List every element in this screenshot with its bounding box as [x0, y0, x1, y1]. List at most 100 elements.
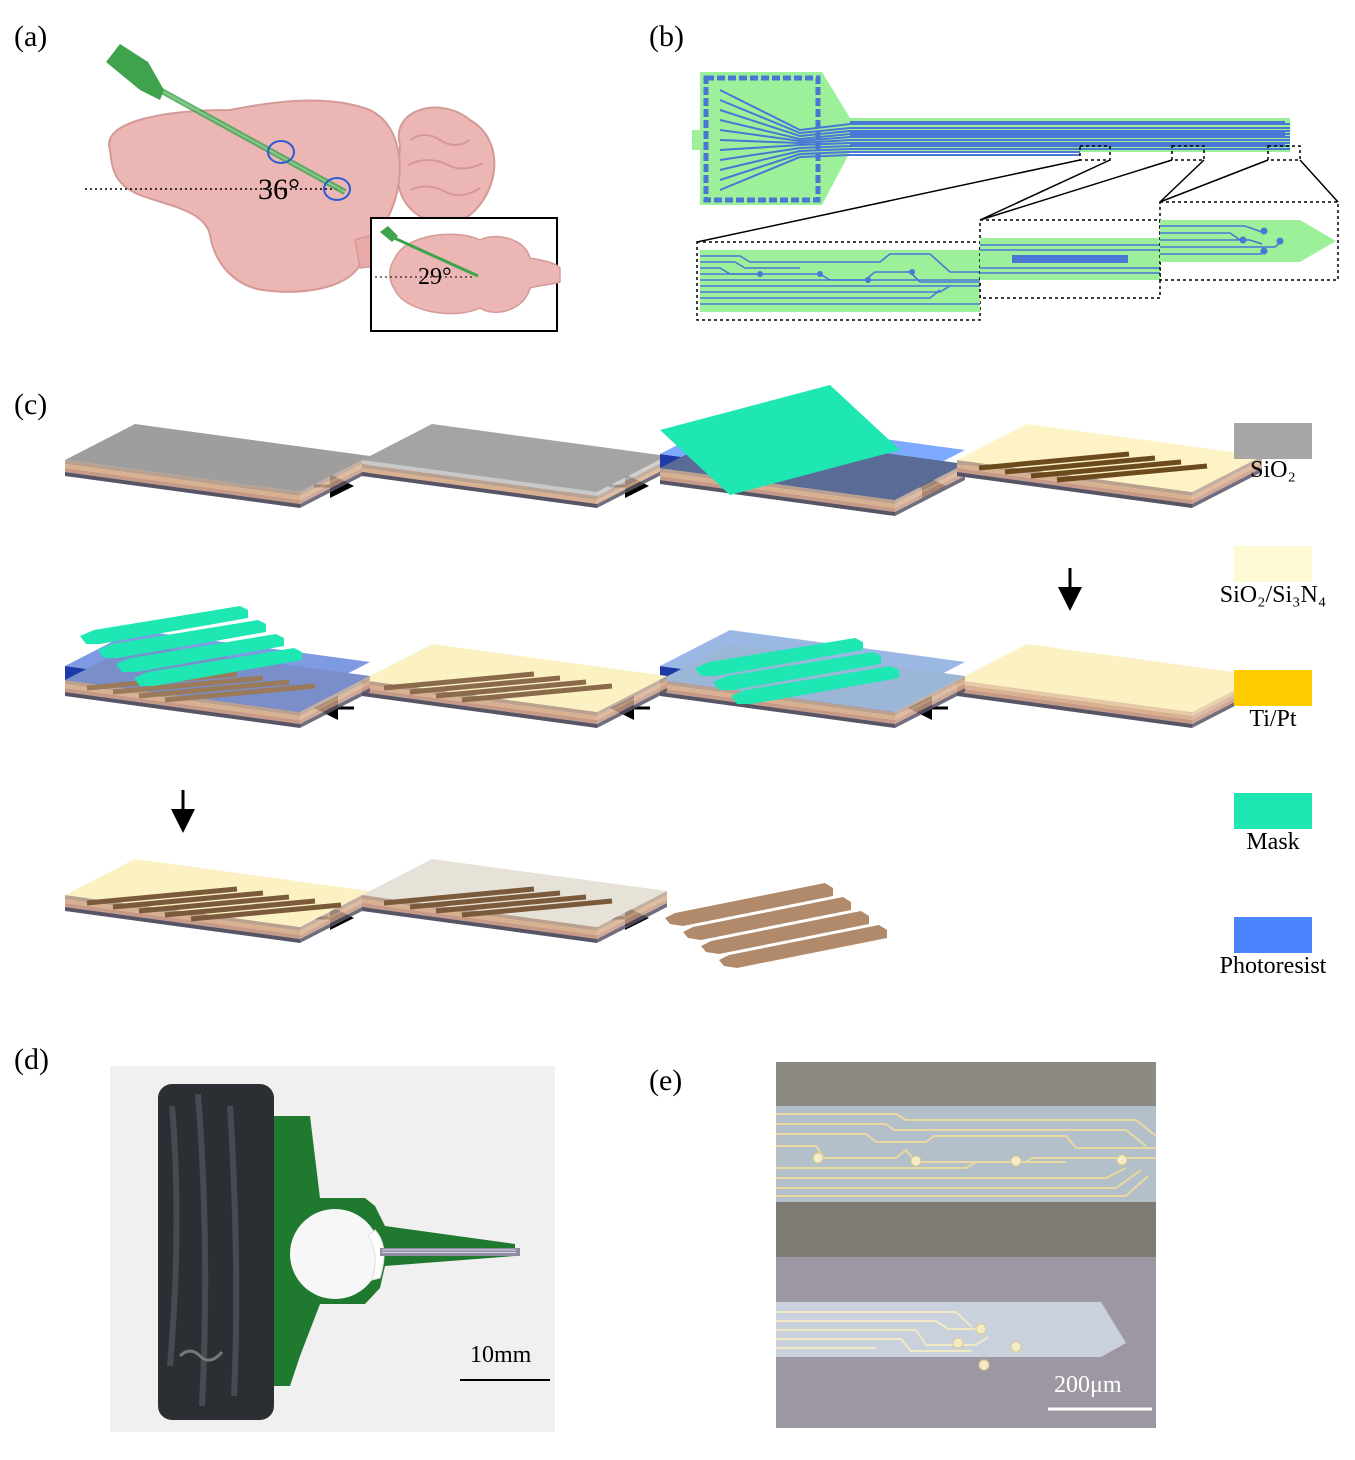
- wafer-layer-front: [65, 460, 300, 496]
- wafer-layer-front: [362, 899, 597, 935]
- wafer-layer-side: [300, 899, 370, 939]
- wafer-layer-front: [65, 895, 300, 931]
- wafer-layer-side: [300, 460, 370, 500]
- probe-stripe: [383, 886, 535, 906]
- wafer-layer-front: [660, 468, 895, 504]
- angle-label-inset: 29°: [418, 264, 452, 290]
- legend-label-sio2: SiO₂: [1250, 457, 1296, 483]
- wafer-layer-front: [65, 692, 300, 728]
- panel-label-b: (b): [649, 20, 684, 53]
- wafer-layer-side: [300, 680, 370, 720]
- panel-label-e: (e): [649, 1064, 683, 1097]
- wafer-layer-front: [362, 895, 597, 931]
- probe-stripe: [461, 898, 613, 918]
- wafer-layer-side: [597, 903, 667, 943]
- probe-stripe: [164, 683, 316, 703]
- wafer-top: [362, 424, 667, 492]
- wafer-top: [660, 432, 965, 500]
- legend-swatch-tipt: [1234, 670, 1312, 706]
- wafer-top: [957, 644, 1262, 712]
- legend-swatch-sio2: [1234, 423, 1312, 459]
- wafer-layer-side: [300, 903, 370, 943]
- probe-stripe: [86, 671, 238, 691]
- wafer-layer-front: [957, 688, 1192, 724]
- wafer-layer-front: [957, 464, 1192, 500]
- wafer-layer-front: [660, 692, 895, 728]
- legend-label-mask: Mask: [1246, 829, 1300, 855]
- wafer-layer-front: [65, 684, 300, 720]
- wafer-top: [65, 859, 370, 927]
- released-probe: [665, 883, 833, 926]
- wafer-layer-front: [65, 907, 300, 943]
- probe-stripe: [138, 679, 290, 699]
- wafer-layer-side: [300, 684, 370, 724]
- legend-label-photoresist: Photoresist: [1219, 953, 1327, 979]
- wafer-layer-side: [597, 684, 667, 724]
- wafer-layer-side: [597, 676, 667, 716]
- wafer-layer-front: [362, 680, 597, 716]
- wafer-layer-side: [597, 899, 667, 939]
- probe-stripe: [112, 675, 264, 695]
- mask-strip: [98, 620, 266, 658]
- wafer-layer-front: [65, 680, 300, 716]
- mask-strip: [134, 648, 302, 686]
- photoresist-top: [660, 630, 965, 698]
- wafer-layer-front: [65, 464, 300, 500]
- angle-label-main: 36°: [258, 173, 300, 206]
- wafer-layer-side: [895, 472, 965, 512]
- wafer-layer-side: [895, 680, 965, 720]
- wafer-layer-front: [957, 684, 1192, 720]
- wafer-layer-side: [597, 688, 667, 728]
- scale-label-200um: 200μm: [1054, 1372, 1122, 1398]
- wafer-layer-front: [362, 688, 597, 724]
- mask-sheet: [660, 385, 900, 495]
- wafer-layer-side: [597, 895, 667, 935]
- wafer-layer-side: [597, 468, 667, 508]
- wafer-layer-front: [362, 903, 597, 939]
- wafer-layer-front: [362, 460, 597, 496]
- panel-label-a: (a): [14, 20, 48, 53]
- legend-swatch-mask: [1234, 793, 1312, 829]
- photoresist-front: [65, 666, 300, 712]
- micrograph-top: [776, 1062, 1156, 1257]
- probe-stripe: [435, 894, 587, 914]
- wafer-layer-front: [65, 688, 300, 724]
- wafer-layer-side: [300, 676, 370, 716]
- photoresist-top: [660, 418, 965, 486]
- wafer-layer-side: [300, 688, 370, 728]
- wafer-top: [660, 644, 965, 712]
- wafer-layer-side: [597, 680, 667, 720]
- mask-strip: [116, 634, 284, 672]
- mask-strip: [713, 652, 881, 690]
- probe-stripe: [383, 671, 535, 691]
- legend-swatch-sio2-si3n4: [1234, 546, 1312, 582]
- wafer-layer-side: [300, 464, 370, 504]
- wafer-layer-front: [660, 688, 895, 724]
- panel-label-c: (c): [14, 388, 48, 421]
- wafer-layer-front: [362, 684, 597, 720]
- wafer-layer-side: [597, 891, 667, 931]
- scale-label-10mm: 10mm: [470, 1342, 532, 1368]
- mask-strip: [695, 638, 863, 676]
- wafer-layer-front: [362, 468, 597, 504]
- wafer-layer-side: [895, 688, 965, 728]
- wafer-layer-front: [65, 468, 300, 504]
- probe-stripe: [86, 886, 238, 906]
- wafer-layer-front: [957, 460, 1192, 496]
- wafer-layer-side: [597, 464, 667, 504]
- wafer-layer-side: [300, 891, 370, 931]
- probe-stripe: [435, 679, 587, 699]
- mask-strip: [731, 666, 899, 704]
- probe-stripe: [978, 451, 1130, 471]
- wafer-layer-front: [957, 472, 1192, 508]
- wafer-layer-front: [65, 472, 300, 508]
- probe-stripe: [1030, 459, 1182, 479]
- probe-stripe: [1004, 455, 1156, 475]
- wafer-layer-side: [300, 456, 370, 496]
- micrograph-bottom: 200μm: [776, 1257, 1156, 1428]
- released-probe: [683, 897, 851, 940]
- wafer-layer-front: [362, 464, 597, 500]
- legend-label-tipt: Ti/Pt: [1249, 706, 1297, 732]
- wafer-top: [362, 859, 667, 927]
- wafer-layer-front: [660, 472, 895, 508]
